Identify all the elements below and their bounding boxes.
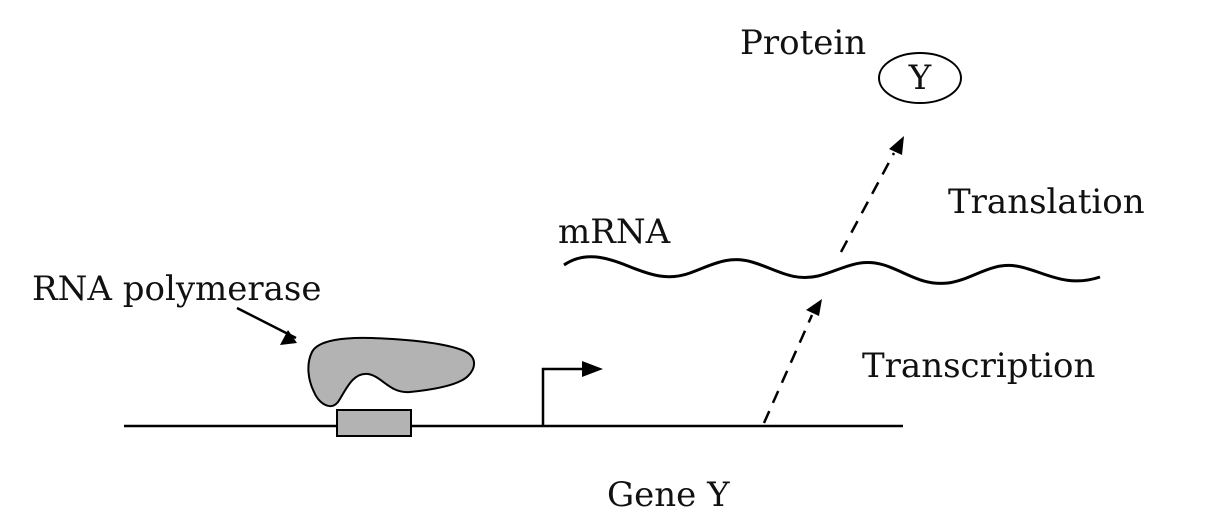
mrna-label: mRNA bbox=[558, 212, 671, 252]
rna-polymerase-pointer bbox=[236, 306, 297, 340]
translation-label: Translation bbox=[948, 182, 1145, 222]
translation-arrow-head bbox=[889, 136, 904, 155]
translation-arrow bbox=[839, 152, 896, 253]
transcription-label: Transcription bbox=[862, 346, 1095, 386]
transcription-arrow bbox=[762, 314, 814, 424]
protein-label: Protein bbox=[740, 23, 866, 63]
mrna-strand bbox=[563, 255, 1101, 285]
protein-symbol: Y bbox=[908, 58, 932, 98]
protein-y-ellipse bbox=[878, 52, 962, 104]
rna-polymerase-pointer-head bbox=[280, 330, 297, 345]
promoter-box bbox=[336, 409, 412, 437]
transcription-start-arrow-head bbox=[582, 361, 603, 377]
rna-polymerase-label: RNA polymerase bbox=[32, 269, 321, 309]
gene-label: Gene Y bbox=[607, 475, 730, 515]
transcription-arrow-head bbox=[806, 299, 822, 316]
rna-polymerase-shape bbox=[307, 336, 475, 408]
transcription-start-arrow bbox=[541, 367, 582, 426]
